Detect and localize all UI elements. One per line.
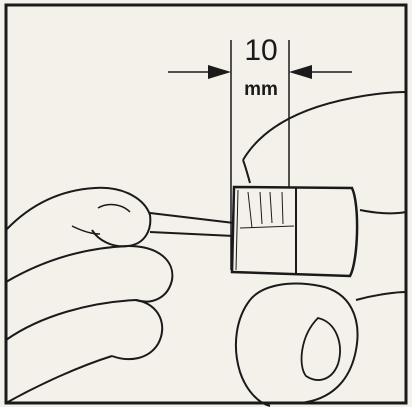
cap-ridge <box>239 225 295 229</box>
cap-crease-3 <box>269 191 273 224</box>
thumbnail <box>300 317 341 381</box>
pipe-tip-cap <box>230 185 359 278</box>
stem-top <box>149 212 235 224</box>
right-thumb-side <box>234 299 271 407</box>
left-finger-lower <box>5 298 164 361</box>
right-hand-lower-edge <box>355 291 407 301</box>
hand-lower-line <box>359 209 407 215</box>
arrow-left-head <box>208 65 231 79</box>
hand-upper-outline <box>242 91 407 161</box>
left-fingernail <box>97 203 131 213</box>
border <box>4 3 408 405</box>
left-hand-palm <box>5 355 113 404</box>
left-finger-top <box>5 186 152 248</box>
cap-crease-4 <box>281 191 284 225</box>
hand-edge <box>242 159 251 184</box>
cap-crease-2 <box>259 191 263 225</box>
dimension-value: 10 <box>244 34 278 67</box>
finger-crease-1 <box>71 225 101 235</box>
arrow-right-head <box>289 65 312 79</box>
left-finger-middle <box>5 244 174 303</box>
cap-crease-1 <box>247 191 253 229</box>
stem-bottom <box>149 231 235 237</box>
dimension-unit: mm <box>244 79 278 100</box>
right-thumb-outline <box>249 282 359 404</box>
cap-edge-line <box>235 189 239 271</box>
